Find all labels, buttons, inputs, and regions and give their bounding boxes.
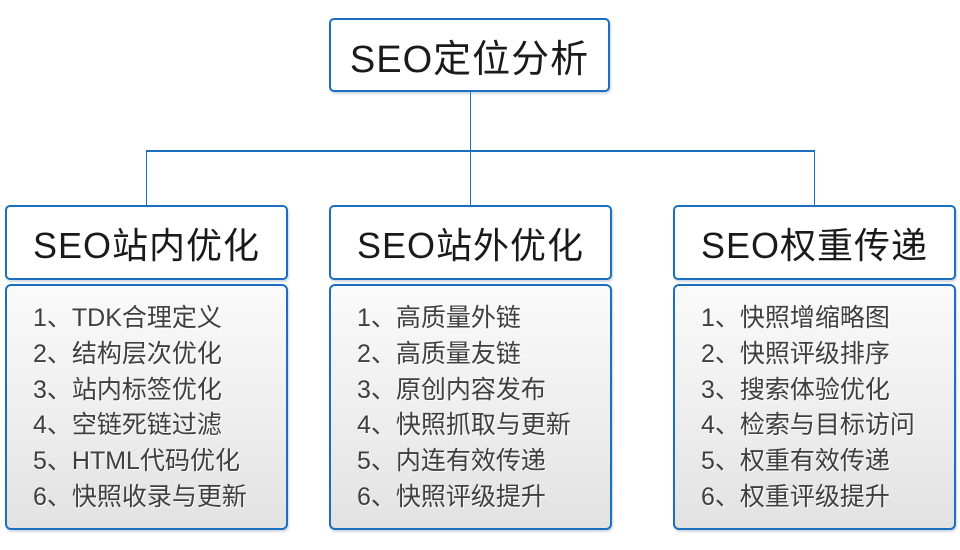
item-list: 1、高质量外链 2、高质量友链 3、原创内容发布 4、快照抓取与更新 5、内连有效传递 6… [357,301,600,516]
list-item: 3、搜索体验优化 [701,375,890,404]
list-box-offsite-optimization: 1、高质量外链 2、高质量友链 3、原创内容发布 4、快照抓取与更新 5、内连有效传递 6… [329,284,612,530]
list-item: 2、高质量友链 [357,339,521,368]
list-item: 1、高质量外链 [357,304,521,332]
connector-vertical-right [813,150,815,205]
list-item: 6、权重评级提升 [701,482,890,511]
list-item: 1、快照增缩略图 [701,304,890,332]
list-item: 2、结构层次优化 [33,339,222,368]
list-item: 6、快照评级提升 [357,482,546,511]
branch-node-onsite-optimization: SEO站内优化 [5,205,288,280]
branch-node-title: SEO站外优化 [356,224,585,266]
connector-vertical-middle [469,92,471,205]
list-item: 5、权重有效传递 [701,447,890,476]
list-item: 4、快照抓取与更新 [357,411,571,440]
list-item: 4、检索与目标访问 [701,411,915,440]
list-item: 4、空链死链过滤 [33,411,222,440]
list-item: 3、原创内容发布 [357,375,546,404]
branch-node-title: SEO站内优化 [32,224,261,266]
list-box-onsite-optimization: 1、TDK合理定义 2、结构层次优化 3、站内标签优化 4、空链死链过滤 5、HTML代… [5,284,288,530]
root-node-seo-positioning-analysis: SEO定位分析 [329,18,610,92]
list-item: 2、快照评级排序 [701,339,890,368]
list-item: 1、TDK合理定义 [33,304,222,332]
list-item: 6、快照收录与更新 [33,482,247,511]
list-item: 5、内连有效传递 [357,447,546,476]
list-item: 3、站内标签优化 [33,375,222,404]
connector-vertical-left [145,150,147,205]
branch-node-offsite-optimization: SEO站外优化 [329,205,612,280]
connector-horizontal [146,150,815,152]
branch-node-weight-transfer: SEO权重传递 [673,205,956,280]
branch-node-title: SEO权重传递 [700,224,929,266]
item-list: 1、快照增缩略图 2、快照评级排序 3、搜索体验优化 4、检索与目标访问 5、权重有效传… [701,301,944,516]
list-box-weight-transfer: 1、快照增缩略图 2、快照评级排序 3、搜索体验优化 4、检索与目标访问 5、权重有效传… [673,284,956,530]
root-node-title: SEO定位分析 [349,38,590,81]
list-item: 5、HTML代码优化 [33,447,240,476]
item-list: 1、TDK合理定义 2、结构层次优化 3、站内标签优化 4、空链死链过滤 5、HTML代… [33,301,276,516]
